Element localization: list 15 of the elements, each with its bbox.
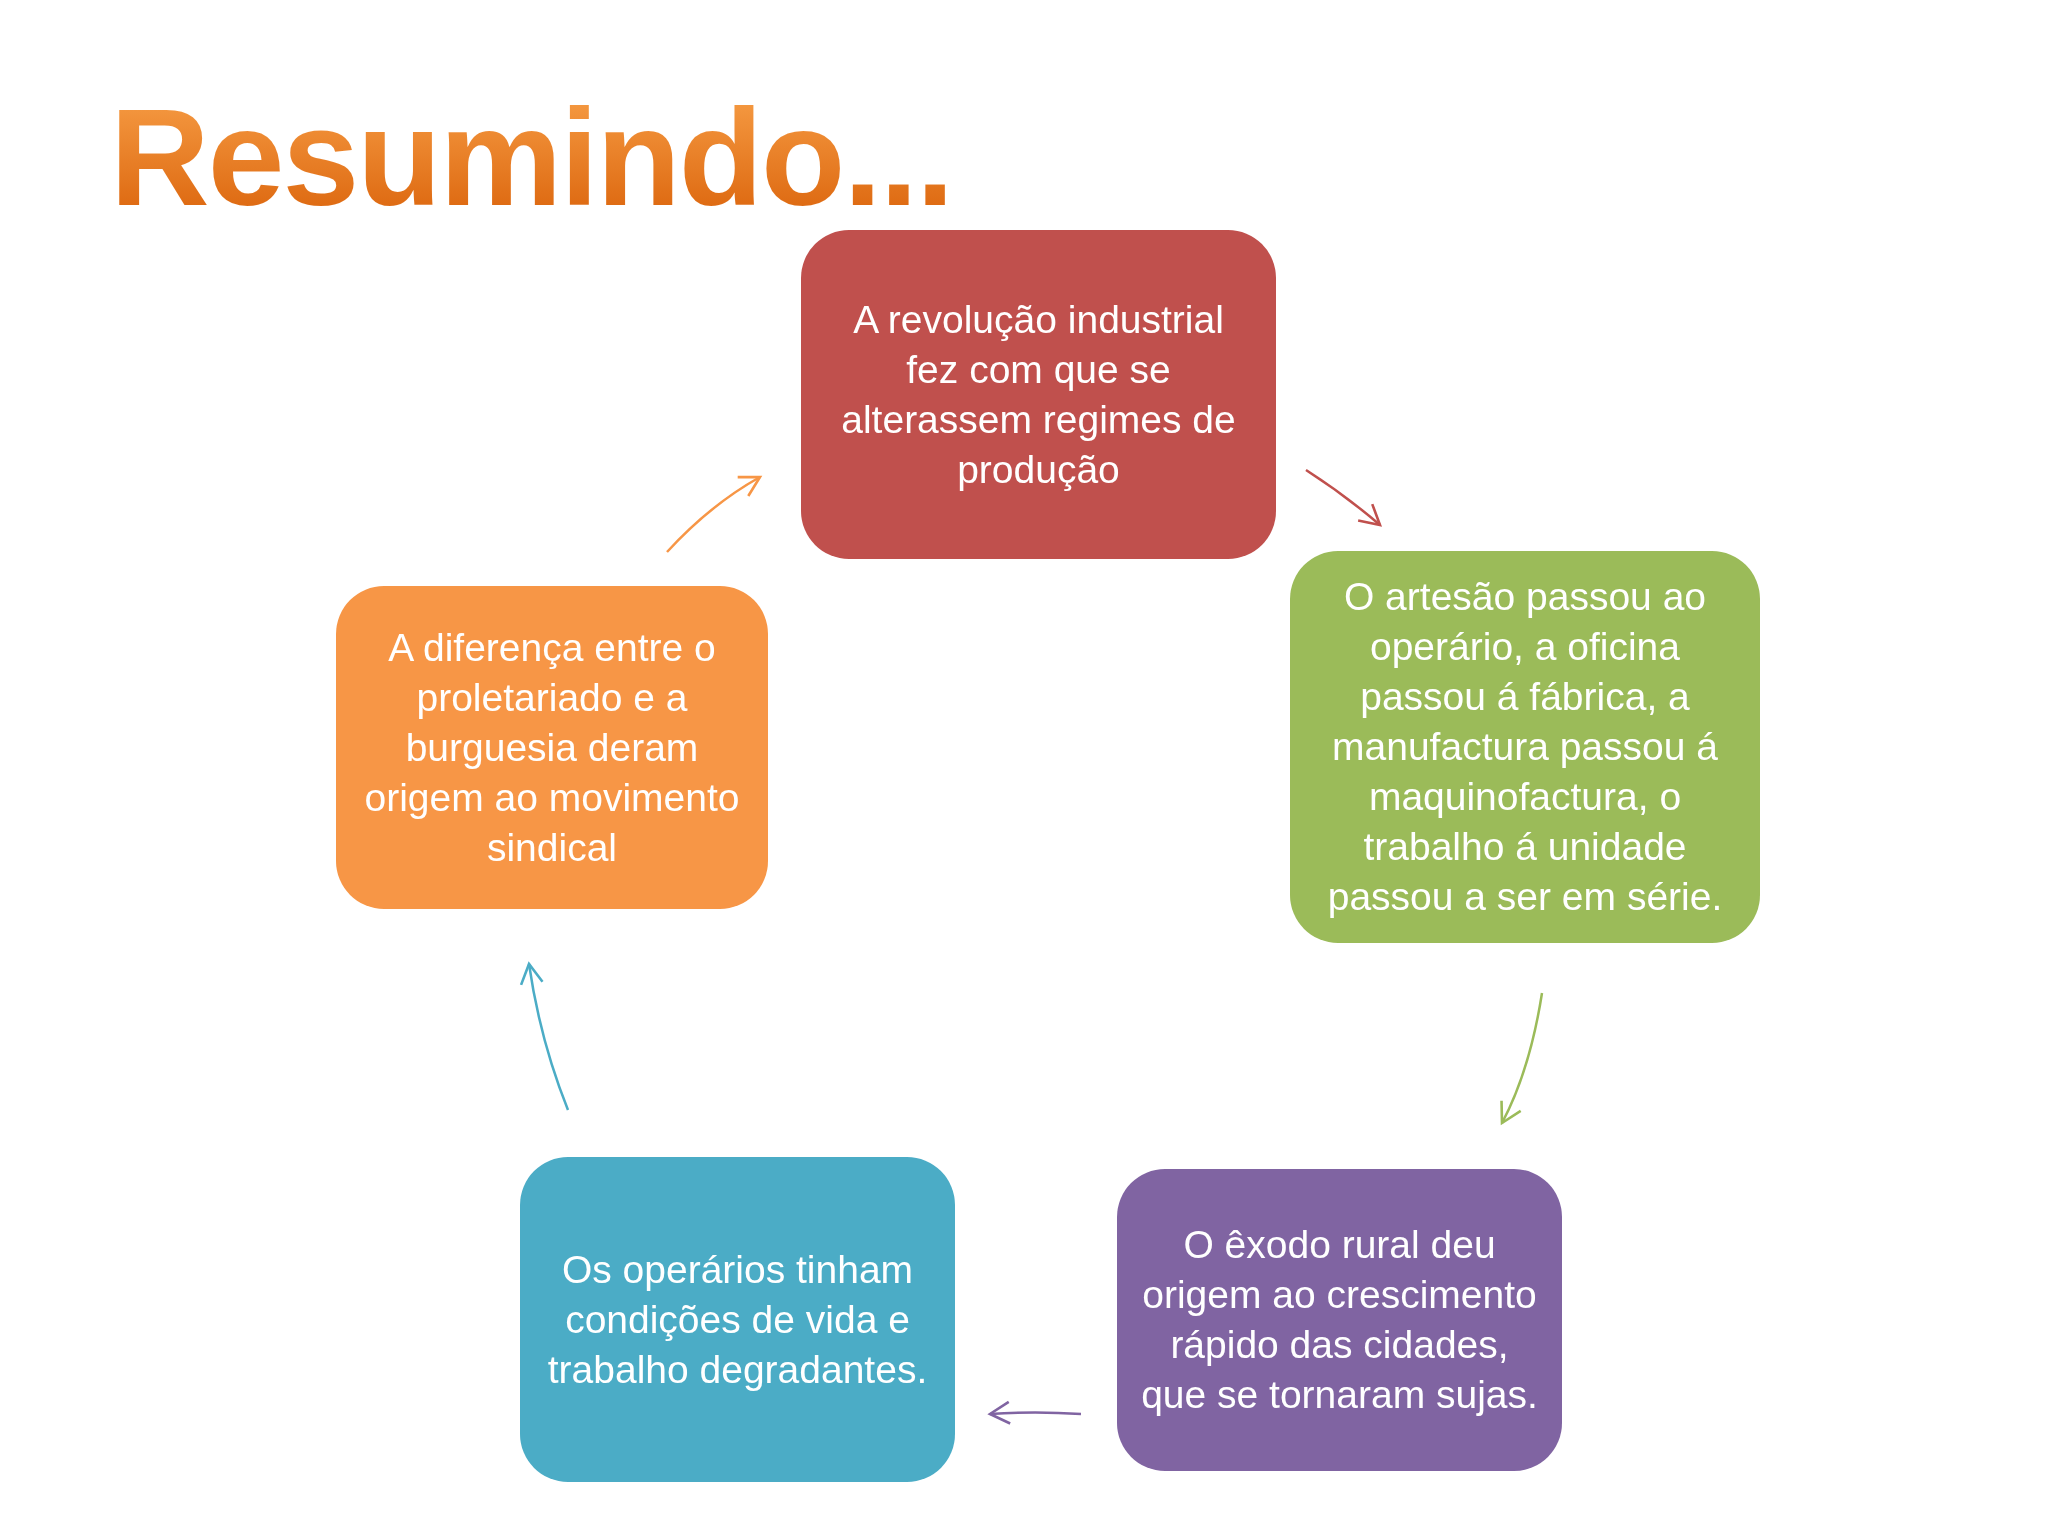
arrow [666, 475, 762, 553]
box-text: O êxodo rural deu origem ao crescimento rápido das cidades, que se tornaram sujas. [1140, 1222, 1539, 1418]
arrow [519, 962, 570, 1111]
box-text: O artesão passou ao operário, a oficina passou á fábrica, a manufactura passou á maquinofactura, o trabalho á unidade passou a ser em série. [1326, 574, 1724, 920]
process-box [336, 586, 768, 909]
box-text: Os operários tinham condições de vida e trabalho degradantes. [546, 1246, 929, 1393]
process-box [1117, 1169, 1562, 1471]
arrow [1499, 992, 1544, 1125]
arrow [1305, 468, 1382, 527]
box-text: A revolução industrial fez com que se alterassem regimes de produção [840, 296, 1237, 493]
process-box [801, 230, 1276, 559]
arrow [988, 1400, 1082, 1425]
process-box [520, 1157, 955, 1482]
box-text: A diferença entre o proletariado e a burguesia deram origem ao movimento sindical [363, 624, 741, 871]
process-box [1290, 551, 1760, 943]
